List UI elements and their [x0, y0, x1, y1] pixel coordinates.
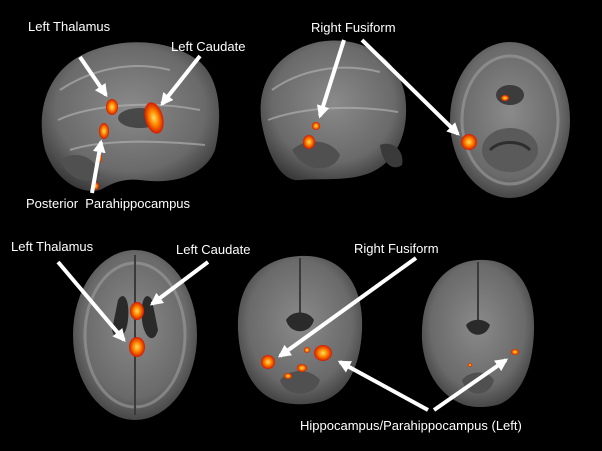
activation-blob	[129, 337, 145, 357]
label-top-left-caudate: Left Caudate	[171, 39, 246, 54]
label-bottom-left-caudate: Left Caudate	[176, 242, 251, 257]
label-top-right-fusiform: Right Fusiform	[311, 20, 396, 35]
activation-blob	[304, 347, 310, 353]
arrow-bottom-hippocampus-2	[432, 358, 509, 412]
label-bottom-hippocampus: Hippocampus/Parahippocampus (Left)	[300, 418, 522, 433]
activation-blob	[511, 349, 519, 355]
arrow-bottom-left-caudate	[149, 260, 210, 306]
arrow-top-left-caudate	[160, 54, 202, 107]
sagittal-slice-middle	[260, 40, 407, 181]
arrow-top-post-parahippocampus	[90, 139, 106, 194]
activation-blob	[261, 355, 275, 369]
activation-blob	[106, 99, 118, 115]
arrow-top-left-thalamus	[78, 55, 108, 98]
arrow-bottom-right-fusiform	[277, 256, 418, 358]
label-bottom-right-fusiform: Right Fusiform	[354, 241, 439, 256]
activation-blob	[130, 302, 144, 320]
coronal-slice-right	[421, 259, 535, 407]
label-top-post-parahippocampus: Posterior Parahippocampus	[26, 196, 191, 211]
arrow-top-right-fusiform-2	[360, 38, 460, 136]
activation-blob	[297, 364, 307, 372]
activation-blob	[501, 95, 509, 101]
coronal-slice-middle	[237, 255, 363, 405]
activation-blob	[461, 134, 477, 150]
activation-blob	[284, 373, 292, 379]
activation-blob	[144, 102, 164, 134]
label-bottom-left-thalamus: Left Thalamus	[11, 239, 94, 254]
activation-blob	[303, 135, 315, 149]
axial-slice-top	[450, 42, 570, 198]
label-top-left-thalamus: Left Thalamus	[28, 19, 111, 34]
arrow-bottom-hippocampus-1	[337, 360, 429, 412]
activation-blob	[312, 122, 320, 130]
activation-blob	[468, 363, 472, 367]
activation-blob	[314, 345, 332, 361]
axial-slice-bottom	[73, 250, 197, 420]
arrow-top-right-fusiform-1	[316, 39, 346, 119]
arrow-bottom-left-thalamus	[56, 260, 126, 342]
activation-blob	[99, 123, 109, 139]
